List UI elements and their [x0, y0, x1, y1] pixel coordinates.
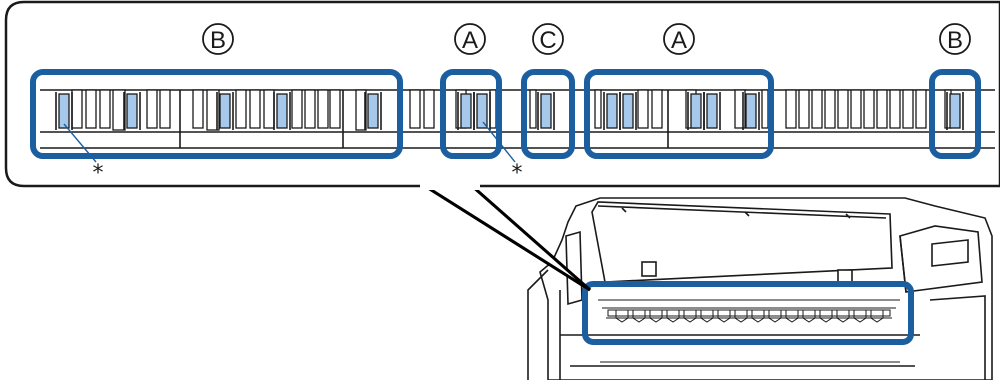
rib: [916, 90, 926, 128]
highlighted-rib: [124, 92, 140, 130]
highlighted-rib: [538, 92, 554, 130]
rib: [851, 90, 861, 128]
printer-illustration: [528, 198, 992, 380]
rib: [652, 90, 662, 128]
rib: [799, 90, 809, 128]
highlighted-rib: [458, 92, 474, 130]
highlighted-rib: [704, 92, 720, 130]
rib: [160, 90, 170, 128]
rib: [490, 90, 496, 128]
rib: [292, 90, 302, 128]
rib: [193, 90, 203, 128]
highlighted-rib: [474, 92, 490, 130]
asterisk-note-right: *: [512, 161, 523, 186]
rib: [236, 90, 246, 128]
rib: [86, 90, 96, 128]
rib: [762, 90, 768, 128]
rib: [812, 90, 822, 128]
rib: [786, 90, 796, 128]
highlighted-rib: [743, 92, 759, 130]
rib: [100, 90, 110, 128]
highlighted-rib: [688, 92, 704, 130]
rib: [250, 90, 260, 128]
highlighted-rib: [217, 92, 233, 130]
rib: [825, 90, 835, 128]
highlighted-rib: [947, 92, 963, 130]
rib: [330, 90, 340, 128]
rib: [147, 90, 157, 128]
highlighted-rib: [274, 92, 290, 130]
rib: [638, 90, 648, 128]
asterisk-note-left: *: [93, 161, 104, 186]
svg-text:C: C: [539, 27, 556, 54]
rib: [410, 90, 420, 128]
highlighted-rib: [604, 92, 620, 130]
svg-text:B: B: [210, 27, 226, 54]
rib: [318, 90, 328, 128]
rib: [72, 90, 82, 128]
rib: [530, 90, 536, 128]
highlighted-rib: [620, 92, 636, 130]
rib: [595, 90, 601, 128]
rib: [864, 90, 874, 128]
rib: [264, 90, 274, 128]
rib: [424, 90, 434, 128]
svg-text:B: B: [947, 27, 963, 54]
rib: [903, 90, 913, 128]
rib: [305, 90, 315, 128]
highlighted-rib: [365, 92, 381, 130]
svg-text:A: A: [462, 27, 478, 54]
rib: [877, 90, 887, 128]
rib: [838, 90, 848, 128]
rib: [890, 90, 900, 128]
svg-text:A: A: [671, 27, 687, 54]
